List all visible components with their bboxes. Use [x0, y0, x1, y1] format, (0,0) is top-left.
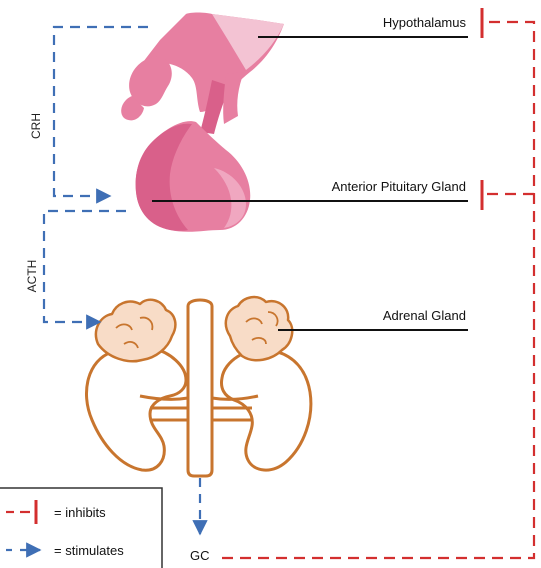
adrenal-glands-shape [96, 297, 292, 361]
crh-label: CRH [29, 113, 43, 139]
hypothalamus-label: Hypothalamus [383, 15, 467, 30]
pituitary-shape [136, 121, 251, 232]
legend-stimulates-label: = stimulates [54, 543, 124, 558]
legend: = inhibits = stimulates [0, 488, 162, 568]
gc-label: GC [190, 548, 210, 563]
adrenal-label: Adrenal Gland [383, 308, 466, 323]
pituitary-label: Anterior Pituitary Gland [332, 179, 466, 194]
inhibition-feedback-line [222, 22, 534, 558]
hypothalamus-shape [121, 13, 284, 135]
legend-inhibits-label: = inhibits [54, 505, 106, 520]
acth-arrow [44, 211, 126, 322]
acth-label: ACTH [25, 260, 39, 293]
